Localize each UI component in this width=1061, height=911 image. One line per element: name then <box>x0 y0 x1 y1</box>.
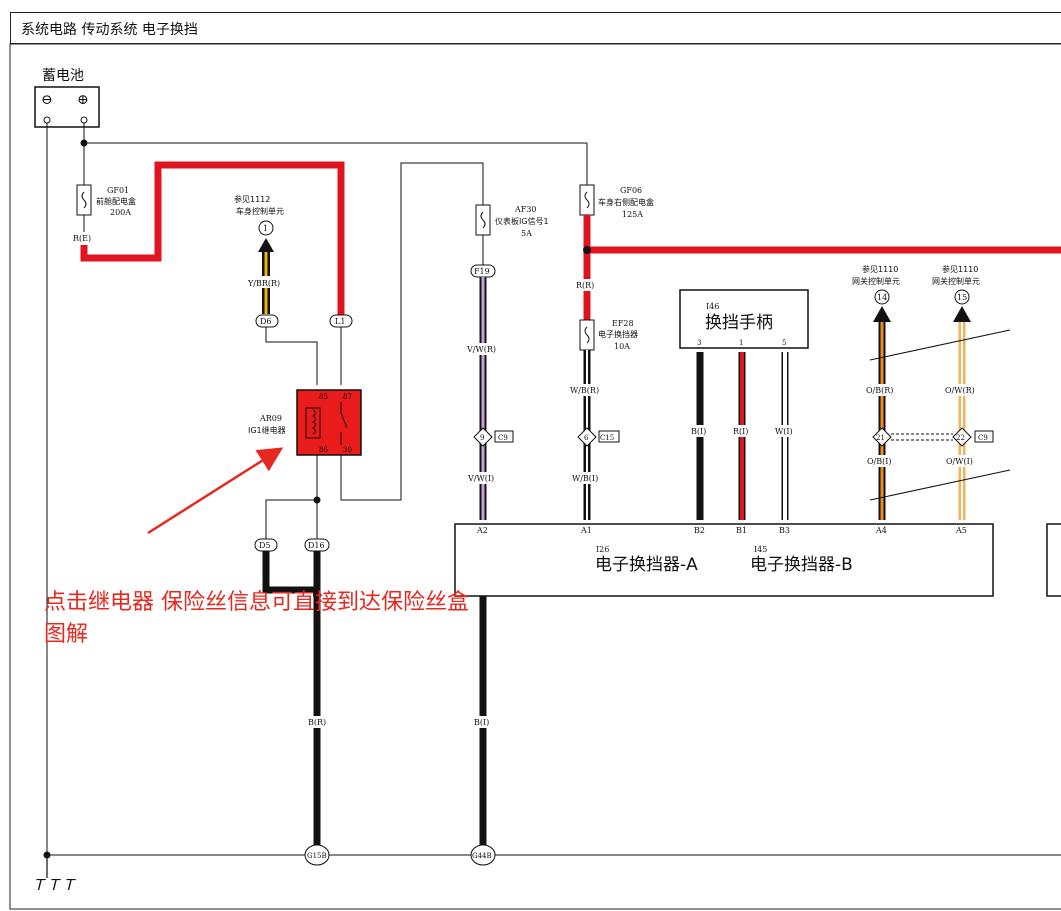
relay-name: IG1继电器 <box>248 425 286 435</box>
handle-pin-5: 5 <box>782 339 786 347</box>
handle-pin-1: 1 <box>739 339 743 347</box>
fuse-gf01-name: 前舱配电盒 <box>96 196 136 206</box>
shift-handle-i46[interactable] <box>679 289 809 349</box>
annotation-line2: 图解 <box>44 622 88 647</box>
ref-1110b-label: 参见1110 <box>942 264 978 274</box>
wire-label-vw-r: V/W(R) <box>466 345 496 354</box>
wire-label-ow-r: O/W(R) <box>945 386 975 395</box>
page-title: 系统电路 传动系统 电子换挡 <box>21 22 198 38</box>
shifter-pin-a2: A2 <box>476 526 488 535</box>
fuse-gf06-rating: 125A <box>622 210 643 219</box>
ground-g15b: G15B <box>307 852 327 860</box>
ref-1110a-num: 14 <box>877 293 887 302</box>
ground-icon: ＴＴＴ <box>31 876 76 894</box>
shifter-name-a: 电子换挡器-A <box>595 555 698 575</box>
battery-positive-icon: ⊕ <box>77 92 89 108</box>
wire-label-br: B(R) <box>308 718 326 727</box>
wire-label-re: R(E) <box>73 234 91 243</box>
shifter-pin-b2: B2 <box>694 526 705 535</box>
shifter-pin-b3: B3 <box>779 526 790 535</box>
ref-1110b-num: 15 <box>957 293 967 302</box>
relay-pin-85: 85 <box>319 393 328 401</box>
connector-d5: D5 <box>259 541 271 550</box>
connector-d6: D6 <box>260 317 272 326</box>
ref-1112-label: 参见1112 <box>234 194 270 204</box>
fuse-ef28-rating: 10A <box>614 342 630 351</box>
fuse-gf06-code: GF06 <box>620 186 642 195</box>
ground-g44b: G44B <box>472 852 492 860</box>
connector-c9: C9 <box>498 434 508 442</box>
wire-label-ow-i: O/W(I) <box>946 457 973 466</box>
wire-label-wb-i: W/B(I) <box>572 474 598 483</box>
shifter-pin-a1: A1 <box>580 526 592 535</box>
wire-label-w-i: W(I) <box>775 427 793 436</box>
shifter-pin-a5: A5 <box>955 526 967 535</box>
fuse-ef28-code: EF28 <box>612 319 634 328</box>
shift-handle-name: 换挡手柄 <box>705 313 773 333</box>
relay-ar09[interactable] <box>296 389 362 456</box>
wire-label-ob-r: O/B(R) <box>866 386 893 395</box>
wire-label-ob-i: O/B(I) <box>867 457 892 466</box>
relay-pin-30: 30 <box>343 446 352 454</box>
fuse-af30-code: AF30 <box>514 205 537 214</box>
annotation-line1: 点击继电器 保险丝信息可直接到达保险丝盒 <box>44 590 469 615</box>
wire-red-main <box>80 161 345 315</box>
ref-1112-num: 1 <box>263 224 268 233</box>
fuse-gf01-code: GF01 <box>107 186 129 195</box>
wire-label-b-i: B(I) <box>691 427 706 436</box>
wire-label-ybr: Y/BR(R) <box>247 279 280 288</box>
fuse-af30-rating: 5A <box>521 229 532 238</box>
fuse-ef28-name: 电子换挡器 <box>598 329 638 339</box>
connector-pin-6: 6 <box>584 434 589 442</box>
connector-c15: C15 <box>600 434 614 442</box>
ref-1112-name: 车身控制单元 <box>236 206 284 216</box>
relay-pin-86: 86 <box>319 446 328 454</box>
connector-pin-9: 9 <box>480 434 484 442</box>
shifter-pin-a4: A4 <box>875 526 887 535</box>
adjacent-module-partial <box>1046 523 1061 597</box>
wire-label-wb-r: W/B(R) <box>570 386 599 395</box>
connector-d16: D16 <box>308 541 325 550</box>
connector-f19: F19 <box>474 267 490 276</box>
wire-label-b-i2: B(I) <box>474 718 489 727</box>
shifter-code-b: I45 <box>754 545 767 554</box>
fuse-gf01-rating: 200A <box>110 208 131 217</box>
wire-label-r-i: R(I) <box>733 427 748 436</box>
battery-negative-icon: ⊖ <box>41 92 53 108</box>
ref-1110a-label: 参见1110 <box>862 264 898 274</box>
handle-pin-3: 3 <box>697 339 701 347</box>
connector-pin-21: 21 <box>876 434 885 442</box>
ref-1110a-name: 网关控制单元 <box>852 276 900 286</box>
wire-label-vw-i: V/W(I) <box>467 474 494 483</box>
outer-border <box>9 43 1061 910</box>
ref-1110b-name: 网关控制单元 <box>932 276 980 286</box>
shifter-pin-b1: B1 <box>736 526 747 535</box>
shifter-name-b: 电子换挡器-B <box>750 555 853 575</box>
wire-label-r-r: R(R) <box>576 281 594 290</box>
connector-pin-22: 22 <box>956 434 965 442</box>
battery-label: 蓄电池 <box>42 68 84 84</box>
shifter-code-a: I26 <box>596 545 609 554</box>
relay-code: AR09 <box>259 414 282 423</box>
fuse-af30-name: 仪表板IG信号1 <box>495 216 549 226</box>
annotation-arrow <box>147 447 284 535</box>
connector-l1: L1 <box>335 317 345 326</box>
connector-c9b: C9 <box>978 434 988 442</box>
fuse-gf06-name: 车身右侧配电盒 <box>598 197 654 207</box>
shift-handle-code: I46 <box>706 302 719 311</box>
electronic-shifter-module[interactable] <box>454 523 994 597</box>
relay-pin-87: 87 <box>343 393 352 401</box>
